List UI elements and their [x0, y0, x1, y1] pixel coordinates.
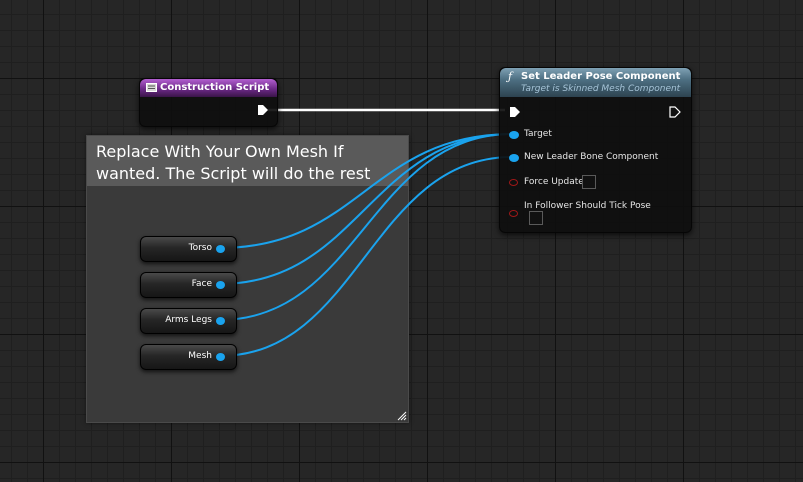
set-leader-pose-subtitle: Target is Skinned Mesh Component — [521, 84, 681, 94]
variable-node-arms-legs[interactable]: Arms Legs — [140, 308, 237, 334]
variable-output-pin[interactable] — [216, 353, 225, 361]
event-icon — [146, 83, 157, 92]
new-leader-pin[interactable] — [509, 154, 519, 162]
target-pin[interactable] — [509, 131, 519, 139]
construction-script-title: Construction Script — [160, 82, 270, 93]
set-leader-pose-node[interactable]: ƒ Set Leader Pose Component Target is Sk… — [499, 67, 692, 233]
resize-handle-icon[interactable] — [397, 411, 407, 421]
variable-label: Torso — [188, 243, 212, 253]
variable-label: Face — [191, 279, 212, 289]
target-pin-label: Target — [524, 129, 552, 139]
new-leader-pin-label: New Leader Bone Component — [524, 152, 659, 162]
function-icon: ƒ — [508, 70, 513, 83]
exec-out-pin-icon[interactable] — [257, 104, 269, 116]
force-update-checkbox[interactable] — [582, 175, 596, 189]
variable-label: Mesh — [188, 351, 212, 361]
set-leader-pose-title: Set Leader Pose Component — [521, 71, 681, 82]
construction-script-header[interactable]: Construction Script — [140, 79, 277, 97]
variable-label: Arms Legs — [165, 315, 212, 325]
construction-script-node[interactable]: Construction Script — [139, 78, 278, 127]
comment-header[interactable]: Replace With Your Own Mesh If wanted. Th… — [87, 136, 408, 186]
follower-tick-pin-label: In Follower Should Tick Pose — [524, 201, 651, 211]
follower-tick-pin[interactable] — [509, 210, 518, 217]
comment-text: Replace With Your Own Mesh If wanted. Th… — [96, 142, 371, 183]
variable-node-torso[interactable]: Torso — [140, 236, 237, 262]
variable-node-face[interactable]: Face — [140, 272, 237, 298]
force-update-pin[interactable] — [509, 179, 518, 186]
exec-in-pin-icon[interactable] — [509, 106, 521, 118]
variable-output-pin[interactable] — [216, 281, 225, 289]
variable-output-pin[interactable] — [216, 317, 225, 325]
exec-out-pin-icon[interactable] — [669, 106, 681, 118]
variable-node-mesh[interactable]: Mesh — [140, 344, 237, 370]
comment-box[interactable]: Replace With Your Own Mesh If wanted. Th… — [86, 135, 409, 423]
follower-tick-checkbox[interactable] — [529, 211, 543, 225]
force-update-pin-label: Force Update — [524, 177, 584, 187]
set-leader-pose-header[interactable]: ƒ Set Leader Pose Component Target is Sk… — [500, 68, 691, 97]
variable-output-pin[interactable] — [216, 245, 225, 253]
